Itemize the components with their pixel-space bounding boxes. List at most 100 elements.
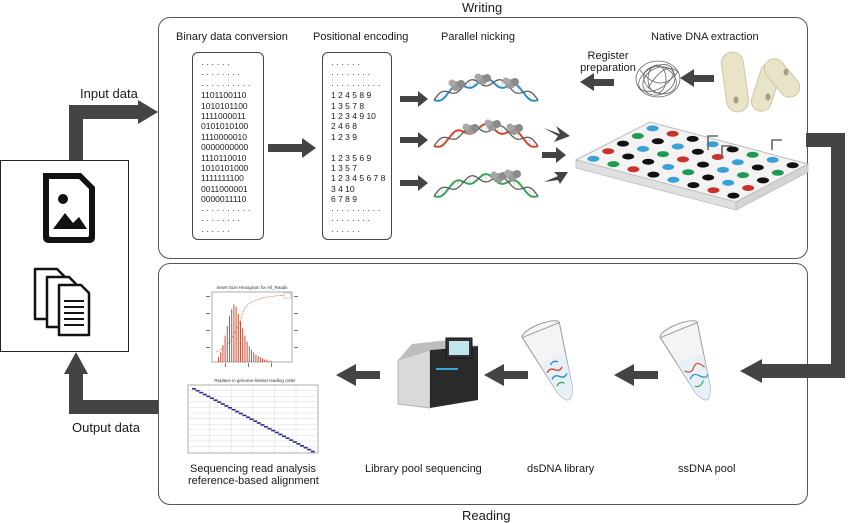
binary-data-card: · · · · · ·· · · · · · · ·· · · · · · · …: [192, 52, 264, 240]
histogram-bar: [224, 335, 226, 362]
nicking-enzyme: [484, 119, 501, 131]
well: [686, 135, 699, 142]
alignment-mark: [278, 433, 283, 436]
well: [727, 192, 740, 199]
nicking-enzyme: [506, 123, 523, 135]
histogram-bar: [262, 358, 263, 362]
well: [662, 164, 675, 170]
binary_lines-line: 0000011110: [201, 194, 247, 205]
positional-encoding-card: · · · · · ·· · · · · · · ·· · · · · · · …: [322, 52, 392, 240]
well: [607, 161, 620, 168]
alignment-mark: [264, 426, 268, 428]
well: [746, 151, 759, 158]
well: [766, 156, 779, 163]
histogram-bar: [259, 357, 261, 362]
enzyme-lobe: [457, 80, 465, 88]
enzyme-lobe: [448, 79, 456, 87]
well: [642, 158, 655, 165]
dna-strand: [433, 169, 539, 198]
well: [717, 166, 729, 173]
alignment-mark: [195, 389, 200, 392]
histogram-bar: [248, 346, 250, 362]
histogram-bar: [220, 352, 222, 362]
binary_lines-line: 0011000001: [201, 183, 248, 194]
alignment-mark: [307, 448, 312, 451]
library-pool-sequencing-label: Library pool sequencing: [365, 463, 482, 475]
alignment-mark: [213, 399, 218, 401]
enzyme-lobe: [490, 171, 498, 179]
alignment-mark: [274, 431, 279, 434]
well: [602, 148, 615, 155]
binary_lines-line: 1111000011: [201, 111, 246, 122]
alignment-mark: [292, 441, 297, 443]
alignment-mark: [289, 439, 294, 441]
positional_lines-line: 1 3 5 7 8: [331, 100, 365, 111]
native-dna-label: Native DNA extraction: [651, 31, 759, 43]
analysis-label-line1: Sequencing read analysis: [190, 463, 316, 475]
data-box: [0, 160, 129, 352]
positional_lines-line: 1 2 3 9: [331, 131, 357, 142]
dsdna-library-label: dsDNA library: [527, 463, 595, 475]
alignment-mark: [310, 450, 315, 453]
alignment-mark: [271, 429, 276, 432]
enzyme-lobe: [484, 119, 492, 127]
well: [687, 182, 700, 189]
positional_lines-line: · · · · · · · · · ·: [331, 204, 381, 215]
enzyme-lobe: [502, 77, 510, 85]
binary_lines-line: · · · · · · · ·: [201, 215, 241, 226]
alignment-mark: [256, 422, 261, 424]
enzyme-lobe: [515, 124, 523, 132]
positional_lines-line: 2 4 6 8: [331, 121, 357, 132]
binary_lines-line: · · · · · ·: [201, 225, 230, 236]
positional_lines-line: · · · · · · · ·: [331, 69, 371, 80]
enzyme-lobe: [504, 169, 512, 177]
enzyme-lobe: [511, 78, 519, 86]
positional_lines-line: 1 2 3 4 9 10: [331, 111, 376, 122]
well: [627, 166, 640, 173]
input-arrow-head: [138, 100, 158, 124]
well: [646, 125, 659, 132]
output-data-label: Output data: [72, 420, 140, 435]
well: [587, 155, 600, 162]
well: [702, 174, 715, 181]
histogram-bar: [244, 335, 246, 362]
well: [726, 146, 739, 153]
alignment-mark: [303, 446, 308, 449]
alignment-mark: [199, 391, 204, 394]
histogram-bar: [255, 354, 257, 362]
alignment-mark: [235, 410, 240, 413]
positional_lines-line: 6 7 8 9: [331, 194, 357, 205]
nicking-enzyme: [462, 123, 479, 135]
well: [647, 171, 660, 178]
well: [707, 187, 720, 194]
histogram-bar: [264, 359, 266, 362]
backbone: [433, 175, 539, 197]
enzyme-lobe: [462, 123, 470, 131]
binary_lines-line: · · · · · · · ·: [201, 69, 241, 80]
nicking-enzyme: [502, 77, 519, 89]
alignment-mark: [267, 427, 272, 430]
alignment-mark: [228, 407, 232, 409]
histogram-bar: [253, 352, 255, 362]
well: [757, 177, 769, 184]
binary_lines-line: · · · · · · · · · ·: [201, 204, 251, 215]
histogram-bar: [246, 341, 248, 362]
positional_lines-line: 1 3 5 7: [331, 163, 357, 174]
well: [751, 164, 764, 171]
histogram-bar: [270, 360, 272, 362]
positional-encoding-label: Positional encoding: [313, 31, 409, 43]
alignment-title: Replace in genome-limited reading order: [214, 378, 296, 383]
well: [617, 140, 629, 147]
well: [786, 162, 799, 169]
well: [691, 148, 704, 155]
ssdna-pool-label: ssDNA pool: [678, 463, 736, 475]
enzyme-lobe: [474, 73, 482, 81]
binary_lines-line: 1010101100: [201, 100, 248, 111]
alignment-mark: [253, 420, 258, 422]
